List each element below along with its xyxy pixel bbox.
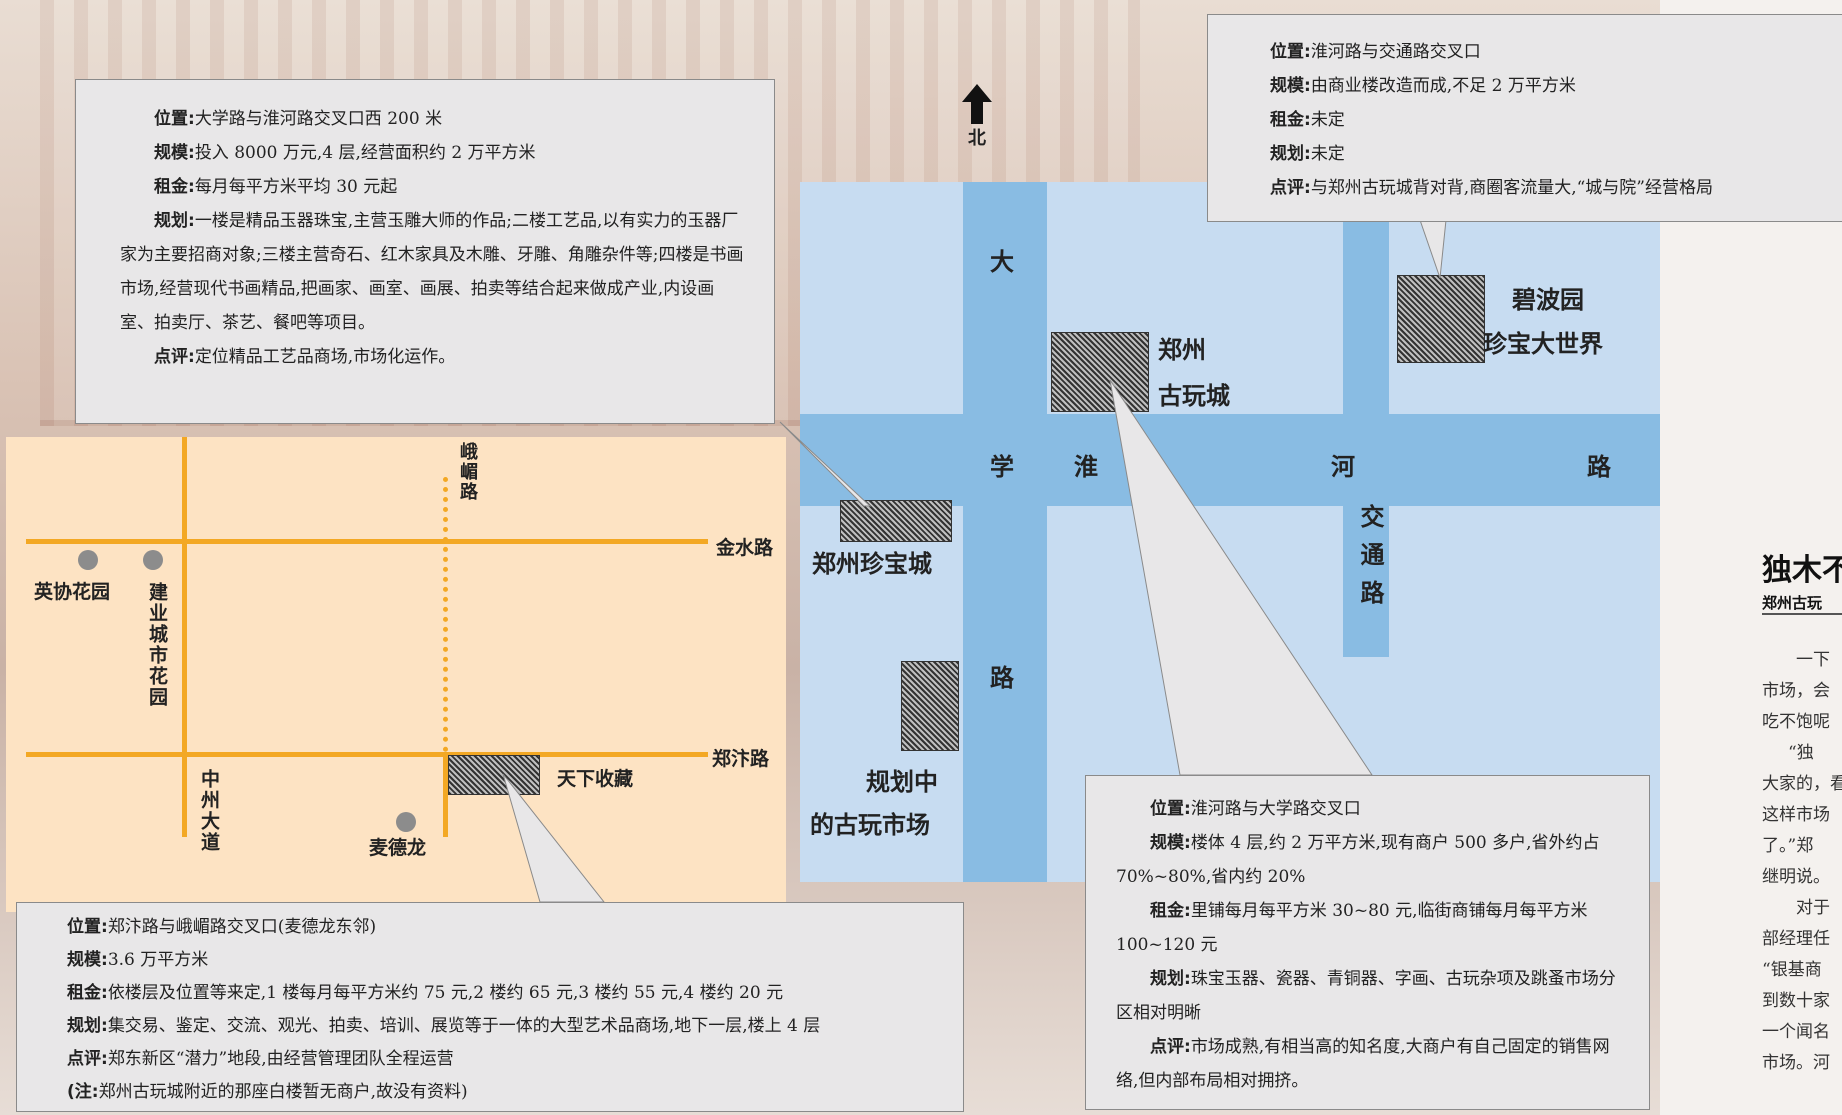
emei-road-label: 峨嵋路 <box>458 442 478 502</box>
daxue-label-3: 路 <box>990 665 1014 692</box>
emei-road-lower <box>443 755 448 837</box>
article-line: 大家的，看 <box>1762 774 1842 794</box>
yingxie-label: 英协花园 <box>34 582 111 603</box>
jinshui-road-label: 金水路 <box>716 538 774 559</box>
article-line: 到数十家 <box>1762 991 1830 1011</box>
planned-building <box>901 661 959 751</box>
article-title: 独木不 <box>1762 553 1842 588</box>
jinshui-road <box>26 539 708 544</box>
zhenbao-label: 郑州珍宝城 <box>812 551 932 578</box>
info-line: 租金:里铺每月每平方米 30~80 元,临街商铺每月每平方米 100~120 元 <box>1116 901 1588 955</box>
zhenbao-building <box>840 500 952 542</box>
info-line: 租金:未定 <box>1270 110 1345 130</box>
info-line: 点评:定位精品工艺品商场,市场化运作。 <box>154 347 456 367</box>
yingxie-dot <box>78 550 98 570</box>
info-line: 规模:楼体 4 层,约 2 万平方米,现有商户 500 多户,省外约占 70%~… <box>1116 833 1600 887</box>
jianye-dot <box>143 550 163 570</box>
tianxia-building <box>448 755 540 795</box>
maidelong-label: 麦德龙 <box>369 838 427 859</box>
article-subtitle: 郑州古玩 <box>1762 592 1842 615</box>
guwancheng-label-1: 郑州 <box>1158 337 1206 364</box>
info-line: 位置:淮河路与交通路交叉口 <box>1270 42 1481 62</box>
info-line: 规划:珠宝玉器、瓷器、青铜器、字画、古玩杂项及跳蚤市场分区相对明晰 <box>1116 969 1616 1023</box>
planned-label-2: 的古玩市场 <box>810 812 930 839</box>
north-arrow-icon <box>962 84 992 124</box>
article-line: “独 <box>1788 743 1814 763</box>
emei-road-dotted <box>443 477 448 762</box>
info-line: 规划:一楼是精品玉器珠宝,主营玉雕大师的作品;二楼工艺品,以有实力的玉器厂家为主… <box>120 211 744 333</box>
info-box-zhenbaocheng: 位置:大学路与淮河路交叉口西 200 米 规模:投入 8000 万元,4 层,经… <box>75 79 775 424</box>
orange-map: 峨嵋路 金水路 郑汴路 英协花园 建业城市花园 中州大道 麦德龙 天下收藏 <box>6 437 786 912</box>
huaihe-road <box>800 414 1660 506</box>
info-box-bibo: 位置:淮河路与交通路交叉口 规模:由商业楼改造而成,不足 2 万平方米 租金:未… <box>1207 14 1842 222</box>
huaihe-label-2: 河 <box>1331 454 1355 481</box>
huaihe-label-1: 淮 <box>1074 454 1098 481</box>
article-line: 吃不饱呢 <box>1762 712 1830 732</box>
jianye-label: 建业城市花园 <box>146 582 167 708</box>
info-line: 规划:未定 <box>1270 144 1345 164</box>
daxue-road <box>963 182 1047 882</box>
info-line: 位置:大学路与淮河路交叉口西 200 米 <box>154 109 443 129</box>
article-line: 对于 <box>1796 898 1830 918</box>
zhongzhou-road <box>182 437 187 837</box>
guwancheng-label-2: 古玩城 <box>1158 383 1230 410</box>
jiaotong-label: 交通路 <box>1356 504 1383 618</box>
info-box-tianxia: 位置:郑汴路与峨嵋路交叉口(麦德龙东邻) 规模:3.6 万平方米 租金:依楼层及… <box>16 902 964 1112</box>
maidelong-dot <box>396 812 416 832</box>
info-box-guwancheng: 位置:淮河路与大学路交叉口 规模:楼体 4 层,约 2 万平方米,现有商户 50… <box>1085 775 1650 1110</box>
article-line: 这样市场 <box>1762 805 1830 825</box>
article-line: “银基商 <box>1762 960 1822 980</box>
daxue-label-1: 大 <box>990 249 1014 276</box>
article-line: 一个闻名 <box>1762 1022 1830 1042</box>
bibo-label-1: 碧波园 <box>1512 287 1584 314</box>
info-line: 规模:投入 8000 万元,4 层,经营面积约 2 万平方米 <box>154 143 536 163</box>
daxue-label-2: 学 <box>990 454 1014 481</box>
guwancheng-building <box>1051 332 1149 412</box>
article-body: 一下 市场，会 吃不饱呢 “独 大家的，看 这样市场 了。”郑 继明说。 对于 … <box>1762 645 1842 1079</box>
bibo-building <box>1397 275 1485 363</box>
zhengbian-road-label: 郑汴路 <box>712 749 770 770</box>
planned-label-1: 规划中 <box>866 769 938 796</box>
info-line: 位置:郑汴路与峨嵋路交叉口(麦德龙东邻) <box>67 917 377 937</box>
article-line: 一下 <box>1796 650 1830 670</box>
article-line: 市场，会 <box>1762 681 1830 701</box>
info-line: 规模:由商业楼改造而成,不足 2 万平方米 <box>1270 76 1576 96</box>
info-line: 租金:每月每平方米平均 30 元起 <box>154 177 398 197</box>
zhengbian-road <box>26 752 708 757</box>
info-note: (注:郑州古玩城附近的那座白楼暂无商户,故没有资料) <box>67 1082 468 1102</box>
article-line: 部经理任 <box>1762 929 1830 949</box>
huaihe-label-3: 路 <box>1587 454 1611 481</box>
info-line: 点评:与郑州古玩城背对背,商圈客流量大,“城与院”经营格局 <box>1270 178 1714 198</box>
zhongzhou-label: 中州大道 <box>198 769 219 853</box>
article-line: 市场。河 <box>1762 1053 1830 1073</box>
info-line: 点评:市场成熟,有相当高的知名度,大商户有自己固定的销售网络,但内部布局相对拥挤… <box>1116 1037 1610 1091</box>
article-line: 了。”郑 <box>1762 836 1814 856</box>
info-line: 规划:集交易、鉴定、交流、观光、拍卖、培训、展览等于一体的大型艺术品商场,地下一… <box>67 1016 821 1036</box>
north-label: 北 <box>968 128 986 148</box>
tianxia-label: 天下收藏 <box>557 769 634 790</box>
bibo-label-2: 珍宝大世界 <box>1483 331 1603 358</box>
info-line: 位置:淮河路与大学路交叉口 <box>1150 799 1361 819</box>
info-line: 规模:3.6 万平方米 <box>67 950 209 970</box>
info-line: 点评:郑东新区“潜力”地段,由经营管理团队全程运营 <box>67 1049 454 1069</box>
jiaotong-road <box>1343 182 1389 657</box>
article-line: 继明说。 <box>1762 867 1830 887</box>
info-line: 租金:依楼层及位置等来定,1 楼每月每平方米约 75 元,2 楼约 65 元,3… <box>67 983 784 1003</box>
